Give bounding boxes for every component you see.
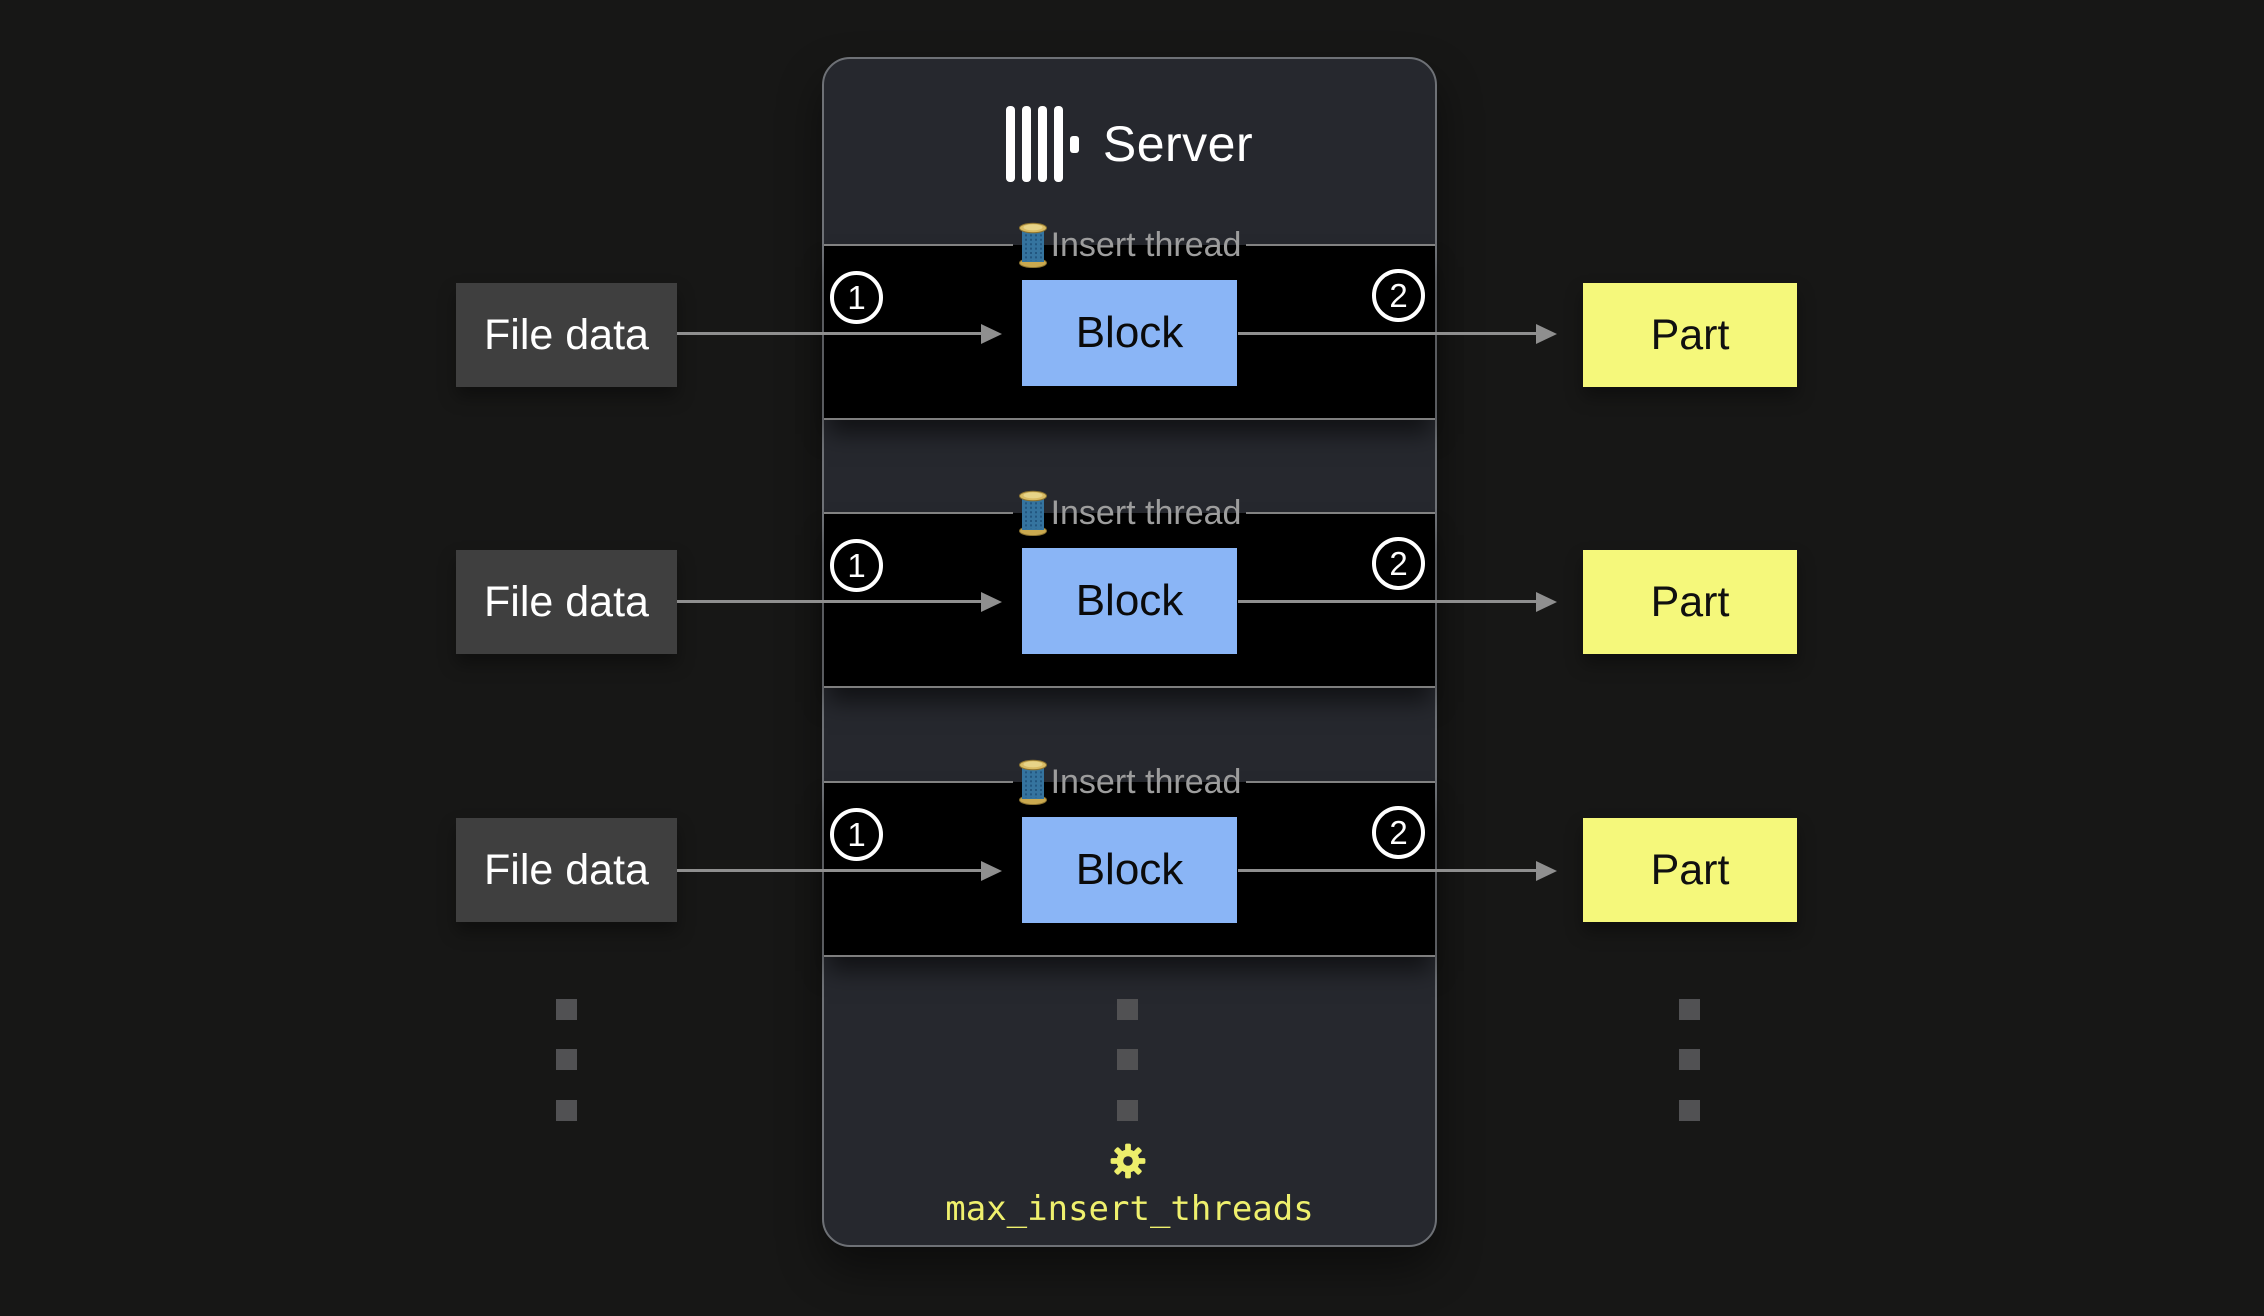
- flow-arrowhead-icon: [1536, 592, 1557, 612]
- logo-bar: [1053, 106, 1063, 182]
- flow-arrow-line: [677, 332, 981, 335]
- step-1-badge: 1: [830, 808, 883, 861]
- clickhouse-logo-icon: [1005, 106, 1079, 182]
- step-2-badge: 2: [1372, 269, 1425, 322]
- step-2-badge: 2: [1372, 537, 1425, 590]
- logo-bar: [1005, 106, 1015, 182]
- logo-bar: [1037, 106, 1047, 182]
- legend-row: Insert thread: [824, 490, 1436, 536]
- gear-icon: [1110, 1143, 1146, 1179]
- thread-spool-icon: [1018, 490, 1047, 536]
- logo-bar: [1021, 106, 1031, 182]
- legend: Insert thread: [1013, 222, 1247, 268]
- flow-arrow-line: [677, 600, 981, 603]
- ellipsis-dot: [1117, 999, 1138, 1020]
- ellipsis-dot: [556, 999, 577, 1020]
- legend-label: Insert thread: [1050, 762, 1242, 801]
- step-1-badge: 1: [830, 539, 883, 592]
- flow-arrowhead-icon: [1536, 861, 1557, 881]
- part-box: Part: [1583, 818, 1797, 922]
- ellipsis-dot: [1117, 1049, 1138, 1070]
- step-2-badge: 2: [1372, 806, 1425, 859]
- part-box: Part: [1583, 283, 1797, 387]
- setting-label: max_insert_threads: [945, 1189, 1314, 1229]
- flow-arrowhead-icon: [981, 324, 1002, 344]
- file-data-box: File data: [456, 818, 677, 922]
- block-box: Block: [1022, 817, 1237, 923]
- flow-arrow-line: [1238, 332, 1536, 335]
- flow-arrowhead-icon: [1536, 324, 1557, 344]
- flow-arrowhead-icon: [981, 861, 1002, 881]
- ellipsis-dot: [1117, 1100, 1138, 1121]
- server-header: Server: [824, 59, 1435, 245]
- legend-label: Insert thread: [1050, 225, 1242, 264]
- flow-arrow-line: [1238, 600, 1536, 603]
- legend-row: Insert thread: [824, 222, 1436, 268]
- insert-thread-section: Insert thread 1 Block 2: [824, 222, 1436, 420]
- legend-line: [1246, 243, 1436, 247]
- block-box: Block: [1022, 548, 1237, 654]
- ellipsis-dot: [556, 1100, 577, 1121]
- ellipsis-dot: [556, 1049, 577, 1070]
- ellipsis-dot: [1679, 999, 1700, 1020]
- flow-arrow-line: [1238, 869, 1536, 872]
- flow-arrowhead-icon: [981, 592, 1002, 612]
- legend-line: [1246, 511, 1436, 515]
- file-data-box: File data: [456, 550, 677, 654]
- legend: Insert thread: [1013, 759, 1247, 805]
- block-box: Block: [1022, 280, 1237, 386]
- ellipsis-dot: [1679, 1100, 1700, 1121]
- part-box: Part: [1583, 550, 1797, 654]
- file-data-box: File data: [456, 283, 677, 387]
- legend-line: [824, 511, 1013, 515]
- logo-dot: [1069, 135, 1079, 153]
- server-title: Server: [1102, 116, 1254, 172]
- ellipsis-dot: [1679, 1049, 1700, 1070]
- legend-line: [824, 243, 1013, 247]
- thread-spool-icon: [1018, 222, 1047, 268]
- step-1-badge: 1: [830, 271, 883, 324]
- legend-row: Insert thread: [824, 759, 1436, 805]
- thread-spool-icon: [1018, 759, 1047, 805]
- legend-line: [824, 780, 1013, 784]
- legend: Insert thread: [1013, 490, 1247, 536]
- legend-line: [1246, 780, 1436, 784]
- legend-label: Insert thread: [1050, 493, 1242, 532]
- flow-arrow-line: [677, 869, 981, 872]
